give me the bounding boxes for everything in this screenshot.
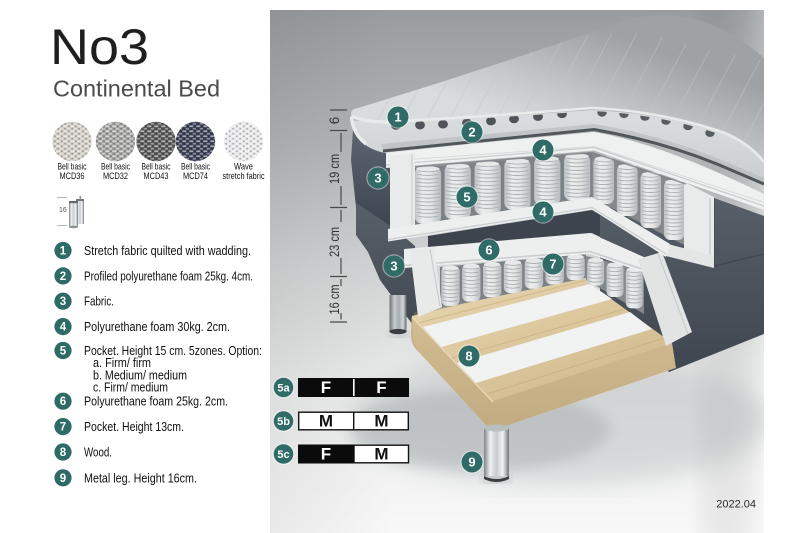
- svg-text:7: 7: [60, 422, 66, 434]
- svg-text:Wave: Wave: [234, 162, 253, 172]
- svg-text:Pocket. Height 13cm.: Pocket. Height 13cm.: [84, 419, 184, 434]
- svg-text:No3: No3: [50, 19, 149, 75]
- svg-text:6: 6: [485, 243, 492, 258]
- svg-text:6: 6: [327, 117, 342, 125]
- svg-text:3: 3: [374, 171, 381, 186]
- svg-text:Bell basic: Bell basic: [101, 162, 130, 172]
- svg-text:Profiled polyurethane foam 25k: Profiled polyurethane foam 25kg. 4cm.: [84, 268, 253, 283]
- svg-text:5b: 5b: [277, 416, 290, 428]
- svg-text:b. Medium/ medium: b. Medium/ medium: [93, 367, 187, 382]
- svg-text:16: 16: [59, 207, 67, 214]
- svg-text:MCD32: MCD32: [103, 171, 128, 181]
- svg-text:Wood.: Wood.: [84, 445, 112, 460]
- svg-text:6: 6: [60, 396, 66, 408]
- svg-text:5c: 5c: [277, 449, 289, 461]
- svg-text:M: M: [374, 412, 388, 431]
- svg-text:Bell basic: Bell basic: [181, 162, 210, 172]
- svg-text:5: 5: [60, 346, 67, 358]
- svg-text:7: 7: [549, 257, 556, 272]
- svg-text:5a: 5a: [277, 382, 290, 394]
- svg-text:23 cm: 23 cm: [327, 227, 342, 257]
- svg-text:1: 1: [394, 110, 401, 125]
- svg-text:8: 8: [60, 447, 67, 459]
- svg-text:3: 3: [60, 296, 66, 308]
- svg-text:MCD43: MCD43: [144, 171, 169, 181]
- svg-text:4: 4: [539, 143, 547, 158]
- svg-text:stretch fabric: stretch fabric: [223, 171, 265, 181]
- svg-text:Bell basic: Bell basic: [58, 162, 87, 172]
- svg-text:19 cm: 19 cm: [327, 154, 342, 184]
- svg-text:9: 9: [468, 455, 475, 470]
- svg-text:2022.04: 2022.04: [716, 499, 756, 511]
- svg-text:9: 9: [60, 473, 66, 485]
- svg-text:Continental Bed: Continental Bed: [53, 76, 220, 102]
- svg-text:MCD36: MCD36: [60, 171, 85, 181]
- svg-text:a. Firm/ firm: a. Firm/ firm: [93, 355, 151, 370]
- svg-text:2: 2: [468, 125, 475, 140]
- svg-text:1: 1: [60, 246, 67, 258]
- svg-text:Fabric.: Fabric.: [84, 294, 114, 309]
- svg-text:4: 4: [539, 205, 547, 220]
- svg-text:3: 3: [390, 259, 397, 274]
- svg-text:M: M: [374, 445, 388, 464]
- svg-text:M: M: [319, 412, 333, 431]
- svg-text:Polyurethane foam 30kg. 2cm.: Polyurethane foam 30kg. 2cm.: [84, 319, 230, 334]
- svg-text:MCD74: MCD74: [183, 171, 208, 181]
- svg-text:Metal leg. Height 16cm.: Metal leg. Height 16cm.: [84, 470, 197, 485]
- svg-text:Stretch fabric quilted with wa: Stretch fabric quilted with wadding.: [84, 243, 251, 258]
- svg-text:4: 4: [60, 322, 67, 334]
- svg-text:Bell basic: Bell basic: [142, 162, 171, 172]
- svg-text:F: F: [321, 378, 331, 397]
- svg-text:Polyurethane foam 25kg. 2cm.: Polyurethane foam 25kg. 2cm.: [84, 394, 228, 409]
- svg-text:F: F: [321, 445, 331, 464]
- svg-text:5: 5: [463, 190, 470, 205]
- svg-text:2: 2: [60, 271, 66, 283]
- svg-text:Pocket. Height 15 cm. 5zones.: Pocket. Height 15 cm. 5zones. Option:: [84, 343, 262, 358]
- svg-text:16 cm: 16 cm: [327, 285, 342, 315]
- svg-text:c. Firm/ medium: c. Firm/ medium: [93, 380, 168, 395]
- svg-text:F: F: [376, 378, 386, 397]
- svg-text:8: 8: [465, 349, 472, 364]
